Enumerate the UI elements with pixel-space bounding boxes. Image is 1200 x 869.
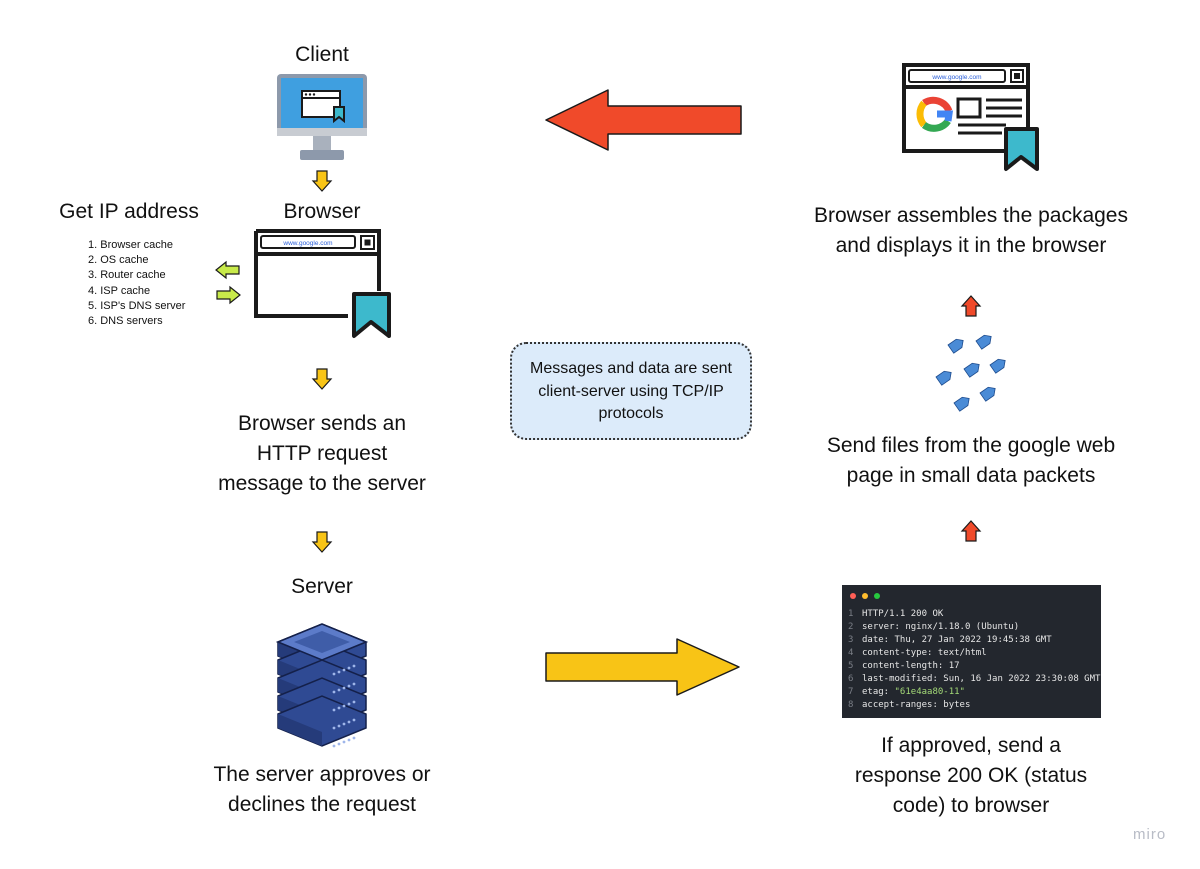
list-item: 6. DNS servers: [88, 315, 163, 328]
down-arrow-icon: [311, 368, 333, 390]
server-stack-icon: [276, 623, 368, 748]
get-ip-label: Get IP address: [59, 200, 199, 223]
minimize-dot-icon: [862, 593, 868, 599]
list-item: 1. Browser cache: [88, 239, 173, 251]
send-files-label: Send files from the google web page in s…: [826, 434, 1116, 487]
red-left-arrow-icon: [545, 89, 742, 151]
google-page-icon: www.google.com: [902, 63, 1039, 171]
down-arrow-icon: [311, 170, 333, 192]
left-arrow-icon: [215, 260, 240, 280]
google-logo-icon: [916, 96, 954, 132]
ip-lookup-list: 1. Browser cache 2. OS cache 3. Router c…: [88, 238, 185, 329]
address-bar-text: www.google.com: [931, 74, 981, 81]
yellow-right-arrow-icon: [545, 638, 740, 696]
monitor-icon: [277, 74, 367, 160]
browser-label: Browser: [283, 200, 361, 223]
browser-sends-label: Browser sends an HTTP request message to…: [218, 412, 426, 495]
tcp-ip-note: Messages and data are sent client-server…: [510, 342, 752, 440]
if-approved-label: If approved, send a response 200 OK (sta…: [854, 734, 1088, 817]
up-arrow-icon: [960, 295, 982, 317]
list-item: 3. Router cache: [88, 269, 166, 282]
assembles-label: Browser assembles the packages and displ…: [814, 204, 1128, 257]
up-arrow-icon: [960, 520, 982, 542]
server-label: Server: [291, 575, 353, 598]
address-bar-text: www.google.com: [282, 240, 332, 247]
list-item: 5. ISP's DNS server: [88, 299, 186, 312]
right-arrow-icon: [216, 285, 241, 305]
maximize-dot-icon: [874, 593, 880, 599]
down-arrow-icon: [311, 531, 333, 553]
miro-watermark: miro: [1133, 826, 1167, 843]
close-dot-icon: [850, 593, 856, 599]
list-item: 4. ISP cache: [88, 284, 151, 297]
server-approves-label: The server approves or declines the requ…: [213, 763, 431, 816]
browser-window-icon: www.google.com: [254, 229, 391, 338]
client-label: Client: [295, 43, 349, 66]
list-item: 2. OS cache: [88, 254, 149, 267]
data-packets-icon: [935, 331, 1009, 412]
